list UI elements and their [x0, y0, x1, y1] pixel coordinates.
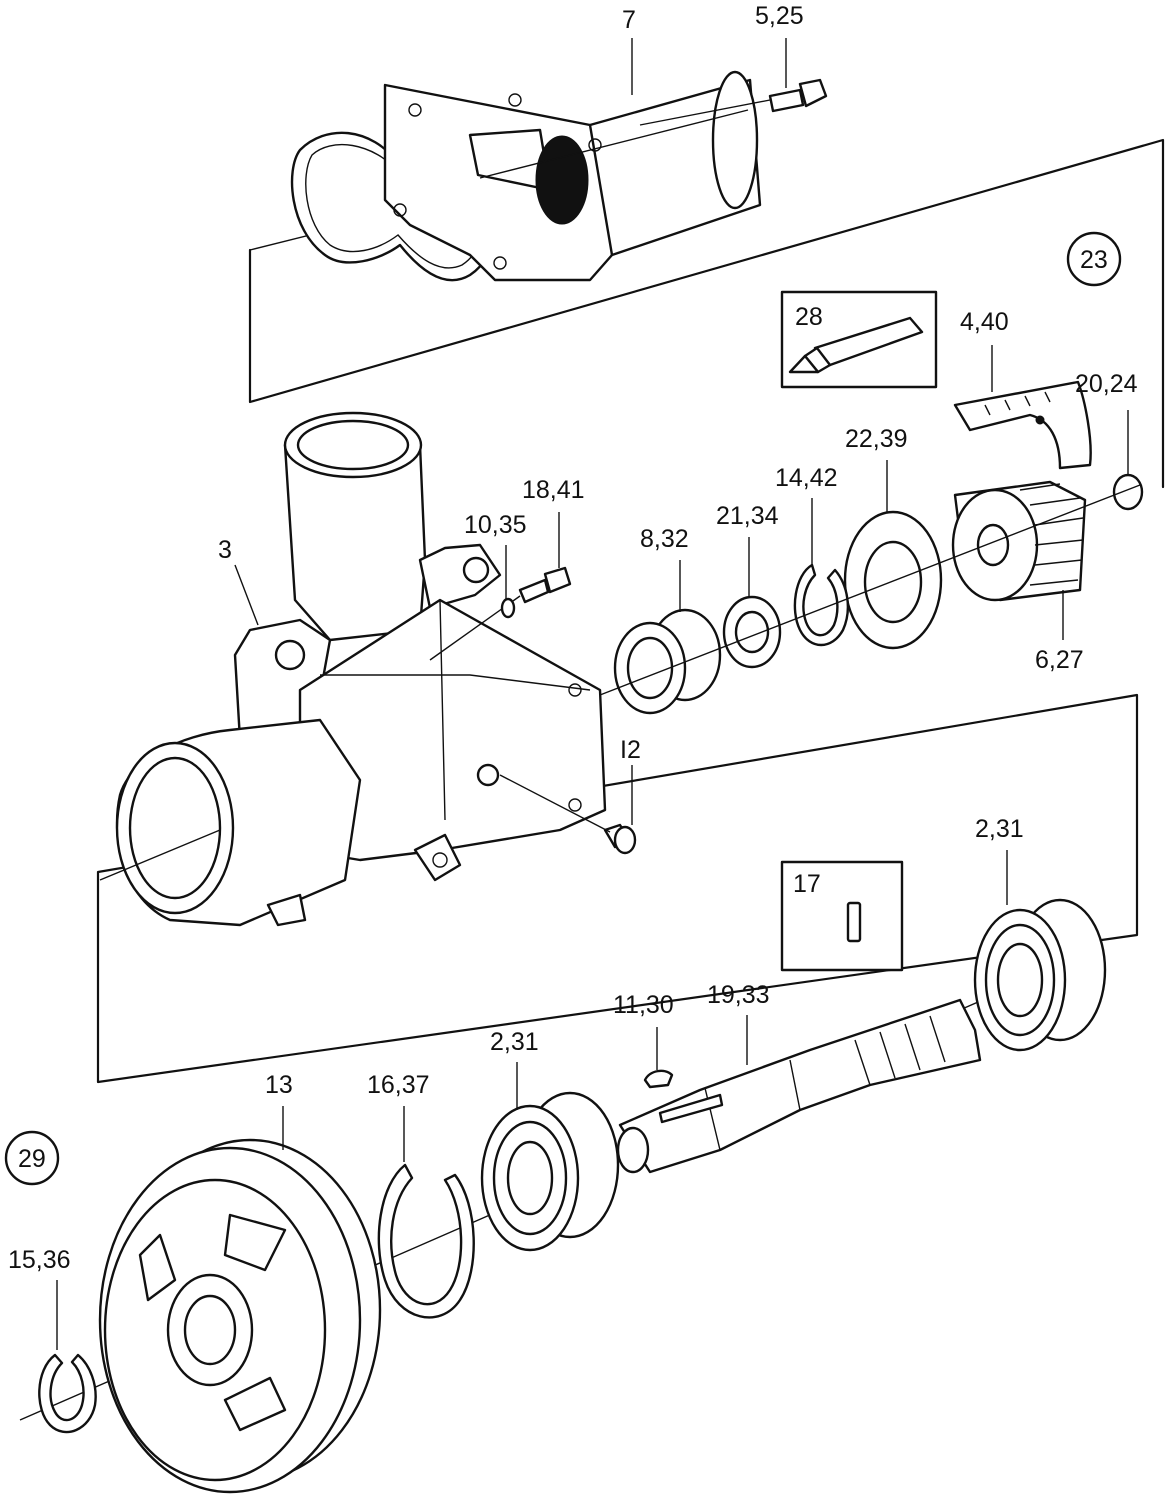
label-20-24: 20,24 [1075, 370, 1138, 398]
label-29: 29 [18, 1145, 46, 1173]
circlip-part-16-37 [377, 1163, 475, 1319]
shaft-part-19-33 [616, 998, 982, 1174]
cam-insert-part-4-40 [953, 380, 1092, 470]
label-11-30: 11,30 [613, 991, 674, 1019]
sealant-box-part-28 [780, 290, 938, 389]
label-16-37: 16,37 [367, 1071, 430, 1099]
label-5-25: 5,25 [755, 2, 804, 30]
plug-part-12 [499, 774, 637, 855]
label-14-42: 14,42 [775, 464, 838, 492]
label-8-32: 8,32 [640, 525, 689, 553]
label-28: 28 [795, 303, 823, 331]
label-7: 7 [622, 6, 636, 34]
label-12: I2 [620, 736, 641, 764]
cover-part-7 [290, 70, 762, 282]
label-22-39: 22,39 [845, 425, 908, 453]
label-13: 13 [265, 1071, 293, 1099]
label-6-27: 6,27 [1035, 646, 1084, 674]
circlip-part-15-36 [38, 1353, 97, 1434]
key-part-11-30 [643, 1069, 674, 1089]
label-10-35: 10,35 [464, 511, 527, 539]
label-19-33: 19,33 [707, 981, 770, 1009]
label-17: 17 [793, 870, 821, 898]
seal-part-8-32 [613, 608, 722, 715]
callout-circle-23 [1066, 231, 1122, 287]
label-23: 23 [1080, 246, 1108, 274]
pulley-part-13 [98, 1138, 382, 1494]
label-4-40: 4,40 [960, 308, 1009, 336]
bearing-upper-part-2-31 [973, 898, 1107, 1052]
bolt-part-5-25 [639, 78, 828, 126]
bearing-lower-part-2-31 [480, 1091, 620, 1252]
label-3: 3 [218, 536, 232, 564]
washer-part-21-34 [722, 595, 782, 669]
label-21-34: 21,34 [716, 502, 779, 530]
circlip-part-14-42 [793, 563, 850, 647]
part-labels: 7 5,25 23 28 4,40 20,24 22,39 14,42 21,3… [4, 2, 1138, 1274]
wear-plate-part-22-39 [843, 510, 943, 650]
pin-box-part-17 [780, 860, 904, 972]
label-15-36: 15,36 [8, 1246, 71, 1274]
small-washer-part-10-35 [500, 597, 516, 619]
label-2-31-upper: 2,31 [975, 815, 1024, 843]
label-18-41: 18,41 [522, 476, 585, 504]
label-2-31-lower: 2,31 [490, 1028, 539, 1056]
callout-circle-29 [4, 1130, 60, 1186]
o-ring-part-20-24 [1112, 473, 1144, 511]
leader-lines [56, 38, 1129, 1350]
impeller-part-6-27 [951, 480, 1087, 602]
pump-housing-part-3 [115, 411, 607, 927]
screw-part-18-41 [429, 566, 572, 661]
